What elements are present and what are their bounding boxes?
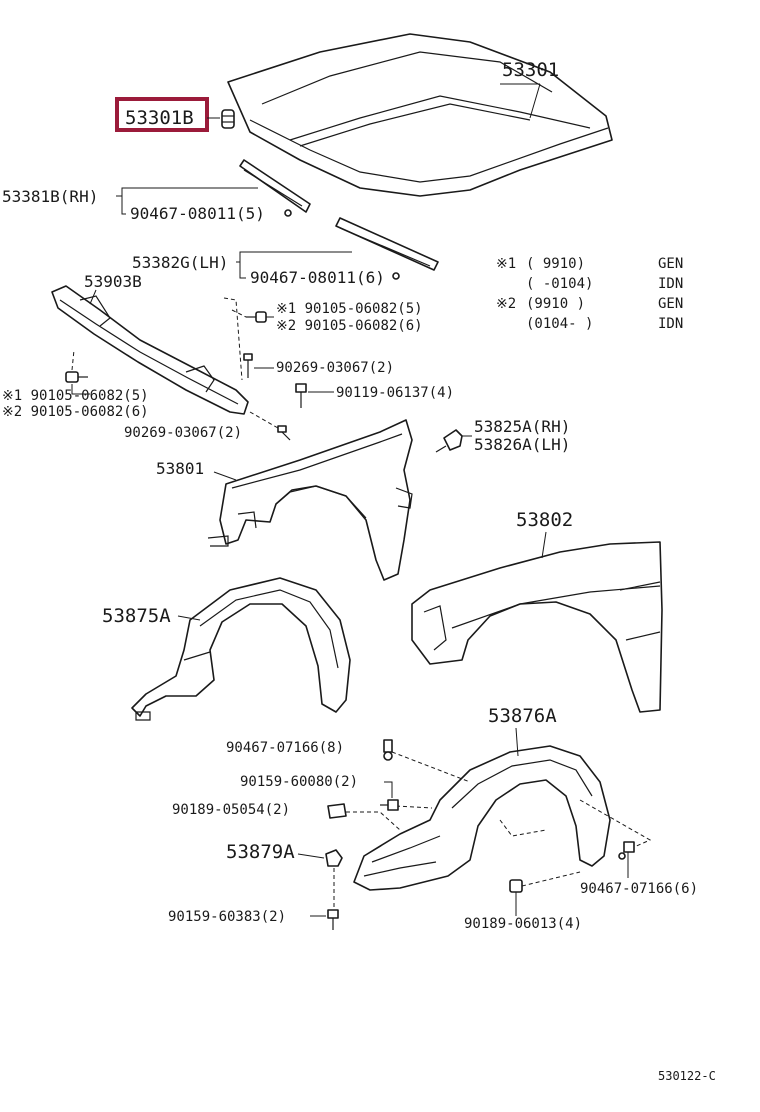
seal-lh-drawing: [335, 217, 439, 280]
bolt-a-dash: [231, 309, 247, 318]
nut-b-drawing: [509, 879, 523, 893]
label-bolt-c1[interactable]: ※1 90105-06082(5): [2, 388, 149, 404]
bolt-b-drawing: [295, 383, 307, 408]
seal-rh-drawing: [239, 159, 311, 217]
screw-b-drawing: [277, 425, 291, 441]
screw-c-leader: [384, 781, 393, 798]
liner-a-drawing: [131, 577, 351, 721]
bolt-c-drawing: [65, 371, 88, 383]
applicability-notes: ※1 ( 9910) GEN ( -0104) IDN ※2 (9910 ) G…: [496, 256, 683, 332]
support-drawing: [51, 285, 249, 415]
highlight-box: [115, 97, 209, 132]
note-2-range: ( -0104): [526, 276, 593, 292]
label-fender-rear[interactable]: 53802: [516, 509, 573, 531]
liner-b-drawing: [353, 745, 611, 891]
clip-b-drawing: [618, 841, 635, 860]
note-2-code: IDN: [658, 276, 683, 292]
label-nut-b[interactable]: 90189-06013(4): [464, 916, 582, 932]
label-screw-a[interactable]: 90269-03067(2): [276, 360, 394, 376]
screw-c-drawing: [380, 799, 399, 811]
liner-a-leader: [177, 615, 201, 621]
clip-b-dash: [579, 799, 652, 849]
clip-a-dash: [391, 751, 471, 783]
screw-d-drawing: [327, 909, 339, 930]
label-bracket-lh[interactable]: 53826A(LH): [474, 435, 570, 454]
screw-c-dash: [395, 805, 433, 809]
screw-a-drawing: [243, 353, 253, 378]
label-liner-b[interactable]: 53876A: [488, 705, 557, 727]
note-3-code: GEN: [658, 296, 683, 312]
nut-a-drawing: [327, 803, 347, 819]
label-nut-a[interactable]: 90189-05054(2): [172, 802, 290, 818]
hood-drawing: [227, 33, 613, 197]
label-bracket-rh[interactable]: 53825A(RH): [474, 417, 570, 436]
bolt-c-dash: [71, 349, 75, 371]
seal-lh-clip-leader: [239, 262, 246, 279]
diagram-reference-code: 530122-C: [658, 1069, 716, 1083]
label-bolt-b[interactable]: 90119-06137(4): [336, 385, 454, 401]
clip-a-drawing: [383, 739, 393, 761]
support-leader: [89, 289, 97, 305]
note-3-mark: ※2: [496, 296, 516, 312]
label-clip-b[interactable]: 90467-07166(6): [580, 881, 698, 897]
liner-b-leader: [515, 727, 519, 757]
label-screw-d[interactable]: 90159-60383(2): [168, 909, 286, 925]
fender-rear-drawing: [411, 541, 663, 713]
note-4-code: IDN: [658, 316, 683, 332]
nut-a-dash: [346, 811, 401, 831]
fender-front-drawing: [207, 419, 413, 581]
label-bolt-a2[interactable]: ※2 90105-06082(6): [276, 318, 423, 334]
bolt-a-drawing: [246, 311, 267, 323]
bracket-c-leader: [297, 853, 325, 859]
note-1-range: ( 9910): [526, 256, 585, 272]
note-1-code: GEN: [658, 256, 683, 272]
label-hood-bumper[interactable]: 53301B: [125, 107, 194, 129]
bolt-c-leader: [71, 384, 90, 395]
label-seal-lh-clip[interactable]: 90467-08011(6): [250, 268, 385, 287]
hood-bumper-drawing: [221, 109, 235, 129]
seal-rh-clip-leader: [121, 196, 126, 215]
screw-b-dash: [249, 411, 279, 429]
label-bracket-c[interactable]: 53879A: [226, 841, 295, 863]
bracket-c-drawing: [325, 849, 343, 908]
label-liner-a[interactable]: 53875A: [102, 605, 171, 627]
label-support[interactable]: 53903B: [84, 272, 142, 291]
nut-b-dash: [521, 871, 581, 887]
fender-front-leader: [213, 471, 237, 481]
label-seal-lh[interactable]: 53382G(LH): [132, 253, 228, 272]
label-bolt-a1[interactable]: ※1 90105-06082(5): [276, 301, 423, 317]
label-fender-front[interactable]: 53801: [156, 459, 204, 478]
note-4-range: (0104- ): [526, 316, 593, 332]
label-clip-a[interactable]: 90467-07166(8): [226, 740, 344, 756]
note-3-range: (9910 ): [526, 296, 585, 312]
label-seal-rh-clip[interactable]: 90467-08011(5): [130, 204, 265, 223]
label-bolt-c2[interactable]: ※2 90105-06082(6): [2, 404, 149, 420]
fender-rear-leader: [541, 531, 547, 559]
hood-leader-b: [529, 83, 541, 119]
note-1-mark: ※1: [496, 256, 516, 272]
seal-rh-leader: [116, 187, 258, 197]
support-dash: [223, 297, 243, 381]
label-screw-b[interactable]: 90269-03067(2): [124, 425, 242, 441]
label-seal-rh[interactable]: 53381B(RH): [2, 187, 98, 206]
bracket-rh-drawing: [435, 429, 463, 453]
label-hood[interactable]: 53301: [502, 59, 559, 81]
inner-dash: [499, 819, 547, 837]
seal-lh-leader: [236, 251, 352, 263]
label-screw-c[interactable]: 90159-60080(2): [240, 774, 358, 790]
